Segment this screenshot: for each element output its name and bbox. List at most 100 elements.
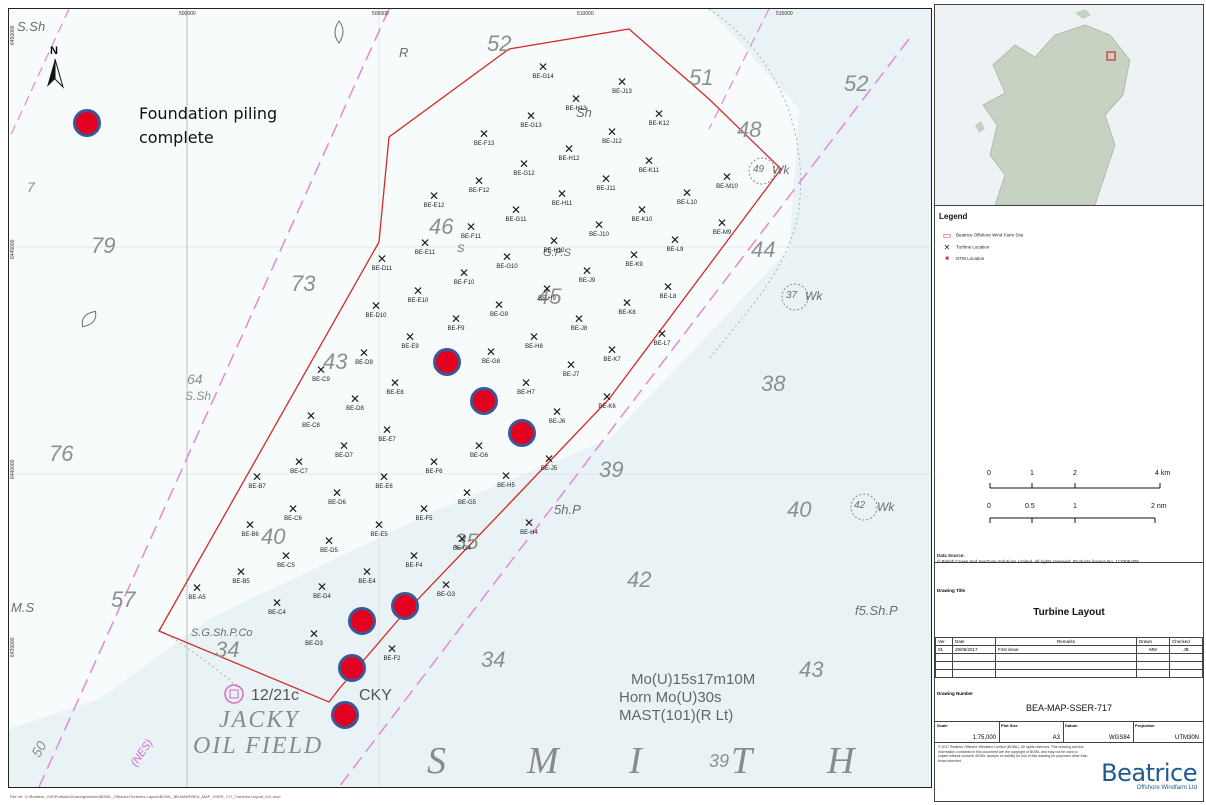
turbine-marker[interactable]: ✕BE-C6 bbox=[279, 503, 307, 527]
map-frame[interactable]: 500000 505000 510000 515000 6450000 6445… bbox=[8, 8, 932, 788]
turbine-marker[interactable]: ✕BE-G11 bbox=[502, 204, 530, 228]
turbine-marker[interactable]: ✕BE-G13 bbox=[517, 110, 545, 134]
turbine-marker[interactable]: ✕BE-J10 bbox=[585, 219, 613, 243]
turbine-marker[interactable]: ✕BE-C4 bbox=[263, 597, 291, 621]
turbine-marker[interactable]: ✕BE-F6 bbox=[420, 456, 448, 480]
turbine-marker[interactable]: ✕BE-E7 bbox=[373, 424, 401, 448]
turbine-marker[interactable]: ✕BE-J7 bbox=[557, 359, 585, 383]
turbine-marker[interactable]: ✕BE-J8 bbox=[565, 313, 593, 337]
piling-complete-marker[interactable] bbox=[338, 654, 366, 682]
turbine-marker[interactable]: ✕BE-L10 bbox=[673, 187, 701, 211]
turbine-marker[interactable]: ✕BE-G4 bbox=[448, 533, 476, 557]
turbine-marker[interactable]: ✕BE-B7 bbox=[243, 471, 271, 495]
depth-sounding: 48 bbox=[737, 117, 762, 142]
turbine-marker[interactable]: ✕BE-F11 bbox=[457, 221, 485, 245]
turbine-marker[interactable]: ✕BE-E5 bbox=[365, 519, 393, 543]
turbine-marker[interactable]: ✕BE-H12 bbox=[555, 143, 583, 167]
seabed-label: S.G.Sh.P.Co bbox=[191, 627, 253, 639]
turbine-marker[interactable]: ✕BE-E6 bbox=[370, 471, 398, 495]
turbine-marker[interactable]: ✕BE-D3 bbox=[300, 628, 328, 652]
turbine-label: BE-C8 bbox=[302, 423, 320, 429]
piling-complete-marker[interactable] bbox=[508, 419, 536, 447]
turbine-marker[interactable]: ✕BE-E8 bbox=[381, 377, 409, 401]
turbine-marker[interactable]: ✕BE-J5 bbox=[535, 453, 563, 477]
turbine-marker[interactable]: ✕BE-H11 bbox=[548, 188, 576, 212]
turbine-marker[interactable]: ✕BE-H5 bbox=[492, 470, 520, 494]
turbine-marker[interactable]: ✕BE-D10 bbox=[362, 300, 390, 324]
turbine-marker[interactable]: ✕BE-F10 bbox=[450, 267, 478, 291]
turbine-marker[interactable]: ✕BE-G14 bbox=[529, 61, 557, 85]
turbine-marker[interactable]: ✕BE-D9 bbox=[350, 347, 378, 371]
turbine-marker[interactable]: ✕BE-D8 bbox=[341, 393, 369, 417]
turbine-marker[interactable]: ✕BE-L7 bbox=[648, 328, 676, 352]
turbine-marker[interactable]: ✕BE-K10 bbox=[628, 204, 656, 228]
turbine-marker[interactable]: ✕BE-K11 bbox=[635, 155, 663, 179]
piling-complete-marker[interactable] bbox=[470, 387, 498, 415]
turbine-marker[interactable]: ✕BE-D6 bbox=[323, 487, 351, 511]
turbine-marker[interactable]: ✕BE-F13 bbox=[470, 128, 498, 152]
turbine-marker[interactable]: ✕BE-L9 bbox=[661, 234, 689, 258]
turbine-marker[interactable]: ✕BE-E4 bbox=[353, 566, 381, 590]
turbine-marker[interactable]: ✕BE-F9 bbox=[442, 313, 470, 337]
turbine-marker[interactable]: ✕BE-K12 bbox=[645, 108, 673, 132]
turbine-marker[interactable]: ✕BE-J6 bbox=[543, 406, 571, 430]
turbine-marker[interactable]: ✕BE-C9 bbox=[307, 364, 335, 388]
turbine-label: BE-D7 bbox=[335, 453, 353, 459]
turbine-marker[interactable]: ✕BE-B5 bbox=[227, 566, 255, 590]
turbine-marker[interactable]: ✕BE-G6 bbox=[465, 440, 493, 464]
turbine-marker[interactable]: ✕BE-H13 bbox=[562, 93, 590, 117]
turbine-marker[interactable]: ✕BE-M10 bbox=[713, 171, 741, 195]
turbine-marker[interactable]: ✕BE-E12 bbox=[420, 190, 448, 214]
turbine-marker[interactable]: ✕BE-J9 bbox=[573, 265, 601, 289]
legend-box: Legend ▭Beatrice Offshore Wind Farm Site… bbox=[935, 210, 1203, 564]
turbine-marker[interactable]: ✕BE-G8 bbox=[477, 346, 505, 370]
turbine-marker[interactable]: ✕BE-G10 bbox=[493, 251, 521, 275]
turbine-marker[interactable]: ✕BE-B6 bbox=[236, 519, 264, 543]
turbine-marker[interactable]: ✕BE-E10 bbox=[404, 285, 432, 309]
turbine-marker[interactable]: ✕BE-J13 bbox=[608, 76, 636, 100]
turbine-label: BE-J7 bbox=[562, 372, 580, 378]
turbine-marker[interactable]: ✕BE-M9 bbox=[708, 217, 736, 241]
turbine-marker[interactable]: ✕BE-C5 bbox=[272, 550, 300, 574]
turbine-marker[interactable]: ✕BE-H8 bbox=[520, 331, 548, 355]
piling-complete-marker[interactable] bbox=[348, 607, 376, 635]
turbine-marker[interactable]: ✕BE-C8 bbox=[297, 410, 325, 434]
turbine-marker[interactable]: ✕BE-A5 bbox=[183, 582, 211, 606]
turbine-marker[interactable]: ✕BE-K9 bbox=[620, 249, 648, 273]
piling-complete-marker[interactable] bbox=[331, 701, 359, 729]
turbine-marker[interactable]: ✕BE-F5 bbox=[410, 503, 438, 527]
turbine-marker[interactable]: ✕BE-K6 bbox=[593, 391, 621, 415]
turbine-marker[interactable]: ✕BE-D7 bbox=[330, 440, 358, 464]
scale-km-label: 0 bbox=[987, 470, 991, 477]
turbine-marker[interactable]: ✕BE-G12 bbox=[510, 158, 538, 182]
turbine-marker[interactable]: ✕BE-H10 bbox=[540, 235, 568, 259]
turbine-marker[interactable]: ✕BE-F4 bbox=[400, 550, 428, 574]
turbine-marker[interactable]: ✕BE-D4 bbox=[308, 581, 336, 605]
turbine-marker[interactable]: ✕BE-J12 bbox=[598, 126, 626, 150]
turbine-label: BE-G9 bbox=[489, 312, 508, 318]
turbine-marker[interactable]: ✕BE-H9 bbox=[533, 283, 561, 307]
turbine-marker[interactable]: ✕BE-H7 bbox=[512, 377, 540, 401]
turbine-marker[interactable]: ✕BE-L8 bbox=[654, 281, 682, 305]
turbine-marker[interactable]: ✕BE-G3 bbox=[432, 579, 460, 603]
turbine-marker[interactable]: ✕BE-K7 bbox=[598, 344, 626, 368]
turbine-marker[interactable]: ✕BE-D5 bbox=[315, 535, 343, 559]
turbine-label: BE-E10 bbox=[407, 298, 429, 304]
piling-complete-marker[interactable] bbox=[433, 348, 461, 376]
turbine-label: BE-G11 bbox=[505, 217, 527, 223]
turbine-marker[interactable]: ✕BE-D11 bbox=[368, 253, 396, 277]
turbine-marker[interactable]: ✕BE-F12 bbox=[465, 175, 493, 199]
legend-item: ✕Turbine Location bbox=[941, 243, 990, 252]
turbine-marker[interactable]: ✕BE-E9 bbox=[396, 331, 424, 355]
piling-complete-marker[interactable] bbox=[391, 592, 419, 620]
info-value: UTM30N bbox=[1174, 735, 1199, 741]
turbine-marker[interactable]: ✕BE-H4 bbox=[515, 517, 543, 541]
turbine-marker[interactable]: ✕BE-G9 bbox=[485, 299, 513, 323]
turbine-marker[interactable]: ✕BE-K8 bbox=[613, 297, 641, 321]
turbine-marker[interactable]: ✕BE-J11 bbox=[592, 173, 620, 197]
turbine-marker[interactable]: ✕BE-E11 bbox=[411, 237, 439, 261]
turbine-marker[interactable]: ✕BE-C7 bbox=[285, 456, 313, 480]
turbine-label: BE-E5 bbox=[370, 532, 388, 538]
turbine-marker[interactable]: ✕BE-G5 bbox=[453, 487, 481, 511]
turbine-marker[interactable]: ✕BE-F2 bbox=[378, 643, 406, 667]
